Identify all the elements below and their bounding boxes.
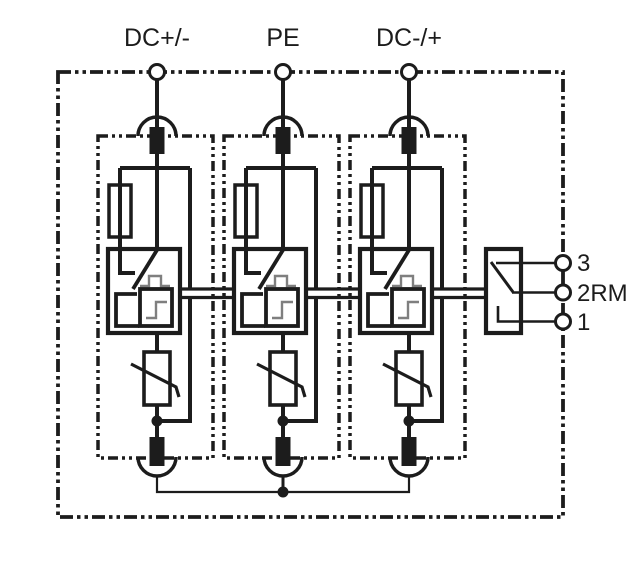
step-indicator-icon [398,300,419,320]
plug-pin-top-icon [275,127,291,154]
star-point-junction-dot [277,486,289,498]
surge-pulse-icon [266,274,296,288]
plug-pin-bottom-icon [149,437,165,466]
terminal-circle-3 [554,254,572,272]
fuse-branch-wire [118,168,135,275]
changeover-blade-icon [489,261,515,293]
varistor-stroke-icon [256,362,307,398]
mechanical-linkage-line [306,287,360,300]
terminal-circle-dc-minus-plus [400,63,418,81]
terminal-circle-pe [274,63,292,81]
release-contact-icon [240,292,265,328]
junction-dot [403,415,415,427]
terminal-label-dc-plus-minus: DC+/- [124,24,190,52]
fuse-branch-wire [244,168,261,275]
terminal-label-3: 3 [577,250,590,277]
disconnector-box [231,246,309,336]
fuse-icon [359,183,385,239]
terminal-circle-1 [554,312,572,331]
bottom-bus-wire [155,475,283,494]
plug-contact-top-icon [136,115,178,137]
contact-line-1 [496,306,557,323]
switch-blade-icon [131,249,159,290]
terminal-circle-dc-plus-minus [148,63,166,81]
step-indicator-icon [146,300,167,320]
surge-pulse-icon [392,274,422,288]
indicator-box [138,287,174,328]
varistor-stroke-icon [130,362,181,398]
terminal-label-1: 1 [577,309,590,336]
plug-pin-top-icon [401,127,417,154]
fuse-branch-wire [370,168,387,275]
indicator-box [264,287,300,328]
plug-contact-top-icon [262,115,304,137]
disconnector-box [105,246,183,336]
fuse-icon [233,183,259,239]
junction-dot [277,415,289,427]
junction-dot [151,415,163,427]
disconnector-box [357,246,435,336]
switch-blade-icon [257,249,285,290]
plug-contact-top-icon [388,115,430,137]
terminal-label-2rm: 2RM [577,280,628,307]
bottom-bus-wire [283,475,411,494]
release-contact-icon [114,292,139,328]
terminal-circle-2rm [554,283,572,302]
release-contact-icon [366,292,391,328]
bypass-wire [157,299,192,423]
mechanical-linkage-line [180,287,234,300]
plug-pin-bottom-icon [275,437,291,466]
indicator-box [390,287,426,328]
plug-pin-top-icon [149,127,165,154]
switch-blade-icon [383,249,411,290]
plug-pin-bottom-icon [401,437,417,466]
terminal-label-dc-minus-plus: DC-/+ [376,24,442,52]
bypass-wire [283,299,318,423]
surge-pulse-icon [140,274,170,288]
varistor-stroke-icon [382,362,433,398]
protection-module-1 [96,115,215,478]
remote-contact-box [483,246,524,336]
mechanical-linkage-line [432,287,486,300]
mechanical-linkage [180,287,486,300]
bypass-wire [409,299,444,423]
step-indicator-icon [272,300,293,320]
enclosure-border [56,70,565,519]
remote-signalling-contact [483,246,557,336]
terminal-label-pe: PE [266,24,299,52]
fuse-icon [107,183,133,239]
